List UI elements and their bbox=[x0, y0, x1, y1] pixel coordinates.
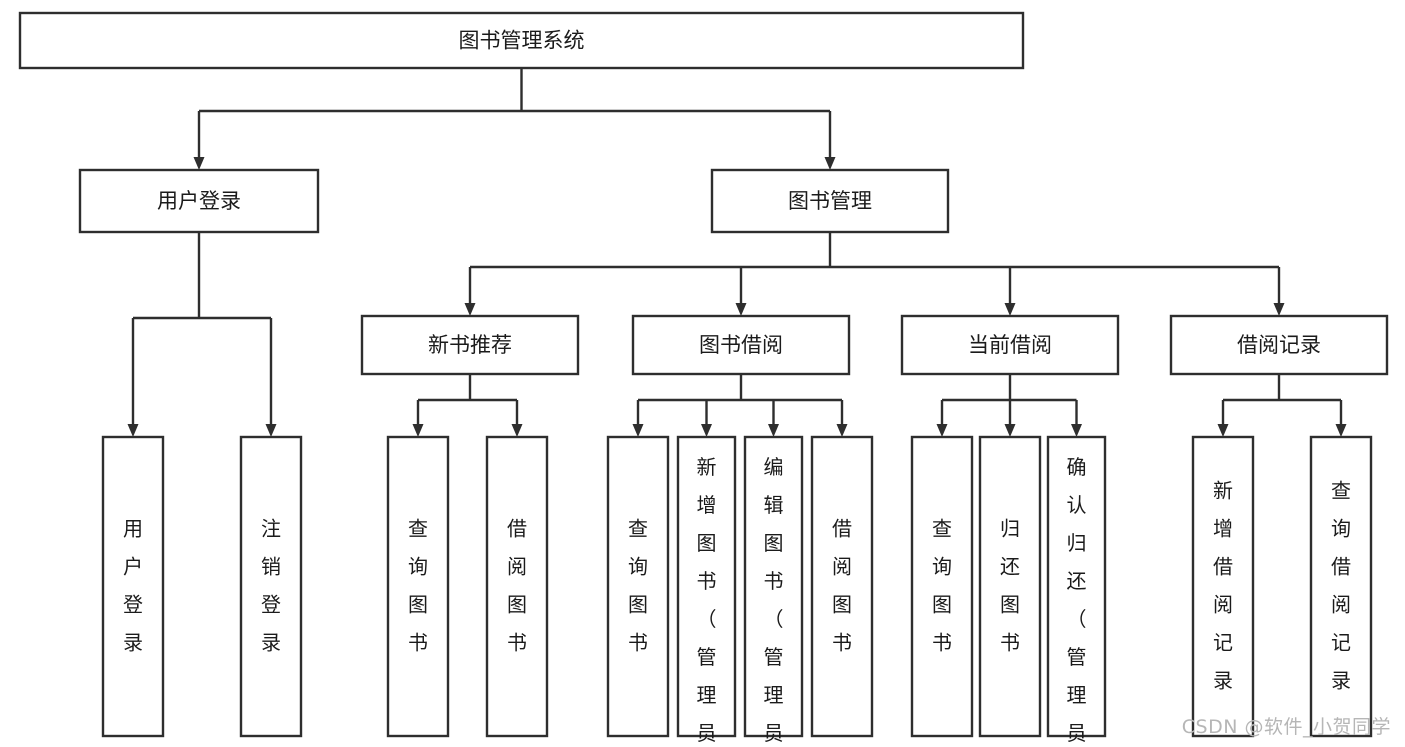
node-leaf-bb-query[interactable]: 查询图书 bbox=[606, 435, 670, 738]
node-leaf-rec-query[interactable]: 查询图书 bbox=[386, 435, 450, 738]
node-leaf-bb-borrow[interactable]: 借阅图书 bbox=[810, 435, 874, 738]
node-box-leaf-rec-borrow bbox=[485, 435, 549, 738]
node-label-current-borrow: 当前借阅 bbox=[968, 333, 1052, 357]
node-label-leaf-bb-edit: 编辑图书（管理员） bbox=[764, 455, 784, 747]
node-label-leaf-rec-borrow: 借阅图书 bbox=[507, 517, 527, 655]
node-box-leaf-cb-return bbox=[978, 435, 1042, 738]
node-leaf-user-login[interactable]: 用户登录 bbox=[101, 435, 165, 738]
node-box-leaf-user-login bbox=[101, 435, 165, 738]
node-leaf-cb-confirm[interactable]: 确认归还（管理员） bbox=[1046, 435, 1107, 747]
node-box-book-mgmt bbox=[710, 168, 950, 234]
node-book-borrow[interactable]: 图书借阅 bbox=[631, 314, 851, 376]
node-label-user-login: 用户登录 bbox=[157, 189, 241, 213]
node-box-current-borrow bbox=[900, 314, 1120, 376]
node-box-leaf-rec-query bbox=[386, 435, 450, 738]
watermark-label: CSDN @软件_小贺同学 bbox=[1181, 716, 1391, 738]
node-label-leaf-user-login: 用户登录 bbox=[123, 517, 143, 655]
node-book-mgmt[interactable]: 图书管理 bbox=[710, 168, 950, 234]
node-box-leaf-bb-add bbox=[676, 435, 737, 738]
node-box-leaf-user-logout bbox=[239, 435, 303, 738]
node-box-user-login bbox=[78, 168, 320, 234]
node-leaf-br-add[interactable]: 新增借阅记录 bbox=[1191, 435, 1255, 738]
node-box-leaf-br-query bbox=[1309, 435, 1373, 738]
node-new-book-rec[interactable]: 新书推荐 bbox=[360, 314, 580, 376]
node-label-book-borrow: 图书借阅 bbox=[699, 333, 783, 357]
node-root[interactable]: 图书管理系统 bbox=[18, 11, 1025, 70]
node-box-leaf-bb-edit bbox=[743, 435, 804, 738]
node-label-leaf-br-query: 查询借阅记录 bbox=[1331, 479, 1351, 693]
node-label-leaf-bb-add: 新增图书（管理员） bbox=[697, 455, 717, 747]
connector-layer bbox=[127, 68, 1347, 437]
node-borrow-record[interactable]: 借阅记录 bbox=[1169, 314, 1389, 376]
node-label-leaf-user-logout: 注销登录 bbox=[261, 517, 281, 655]
node-leaf-user-logout[interactable]: 注销登录 bbox=[239, 435, 303, 738]
node-label-leaf-cb-confirm: 确认归还（管理员） bbox=[1067, 455, 1087, 747]
node-box-leaf-cb-confirm bbox=[1046, 435, 1107, 738]
node-leaf-br-query[interactable]: 查询借阅记录 bbox=[1309, 435, 1373, 738]
node-box-book-borrow bbox=[631, 314, 851, 376]
node-label-leaf-rec-query: 查询图书 bbox=[408, 517, 428, 655]
node-label-leaf-bb-query: 查询图书 bbox=[628, 517, 648, 655]
node-box-borrow-record bbox=[1169, 314, 1389, 376]
node-box-leaf-bb-query bbox=[606, 435, 670, 738]
node-leaf-bb-edit[interactable]: 编辑图书（管理员） bbox=[743, 435, 804, 747]
node-label-root: 图书管理系统 bbox=[459, 29, 585, 53]
node-label-leaf-br-add: 新增借阅记录 bbox=[1213, 479, 1233, 693]
node-label-leaf-bb-borrow: 借阅图书 bbox=[832, 517, 852, 655]
node-box-leaf-cb-query bbox=[910, 435, 974, 738]
node-user-login[interactable]: 用户登录 bbox=[78, 168, 320, 234]
node-box-root bbox=[18, 11, 1025, 70]
node-label-new-book-rec: 新书推荐 bbox=[428, 333, 512, 357]
node-leaf-cb-return[interactable]: 归还图书 bbox=[978, 435, 1042, 738]
node-label-borrow-record: 借阅记录 bbox=[1237, 333, 1321, 357]
node-box-new-book-rec bbox=[360, 314, 580, 376]
node-label-leaf-cb-query: 查询图书 bbox=[932, 517, 952, 655]
node-layer: 图书管理系统用户登录图书管理新书推荐图书借阅当前借阅借阅记录用户登录注销登录查询… bbox=[18, 11, 1389, 747]
node-leaf-rec-borrow[interactable]: 借阅图书 bbox=[485, 435, 549, 738]
node-current-borrow[interactable]: 当前借阅 bbox=[900, 314, 1120, 376]
node-label-leaf-cb-return: 归还图书 bbox=[1000, 517, 1020, 655]
node-leaf-bb-add[interactable]: 新增图书（管理员） bbox=[676, 435, 737, 747]
node-box-leaf-br-add bbox=[1191, 435, 1255, 738]
node-leaf-cb-query[interactable]: 查询图书 bbox=[910, 435, 974, 738]
node-box-leaf-bb-borrow bbox=[810, 435, 874, 738]
node-label-book-mgmt: 图书管理 bbox=[788, 189, 872, 213]
